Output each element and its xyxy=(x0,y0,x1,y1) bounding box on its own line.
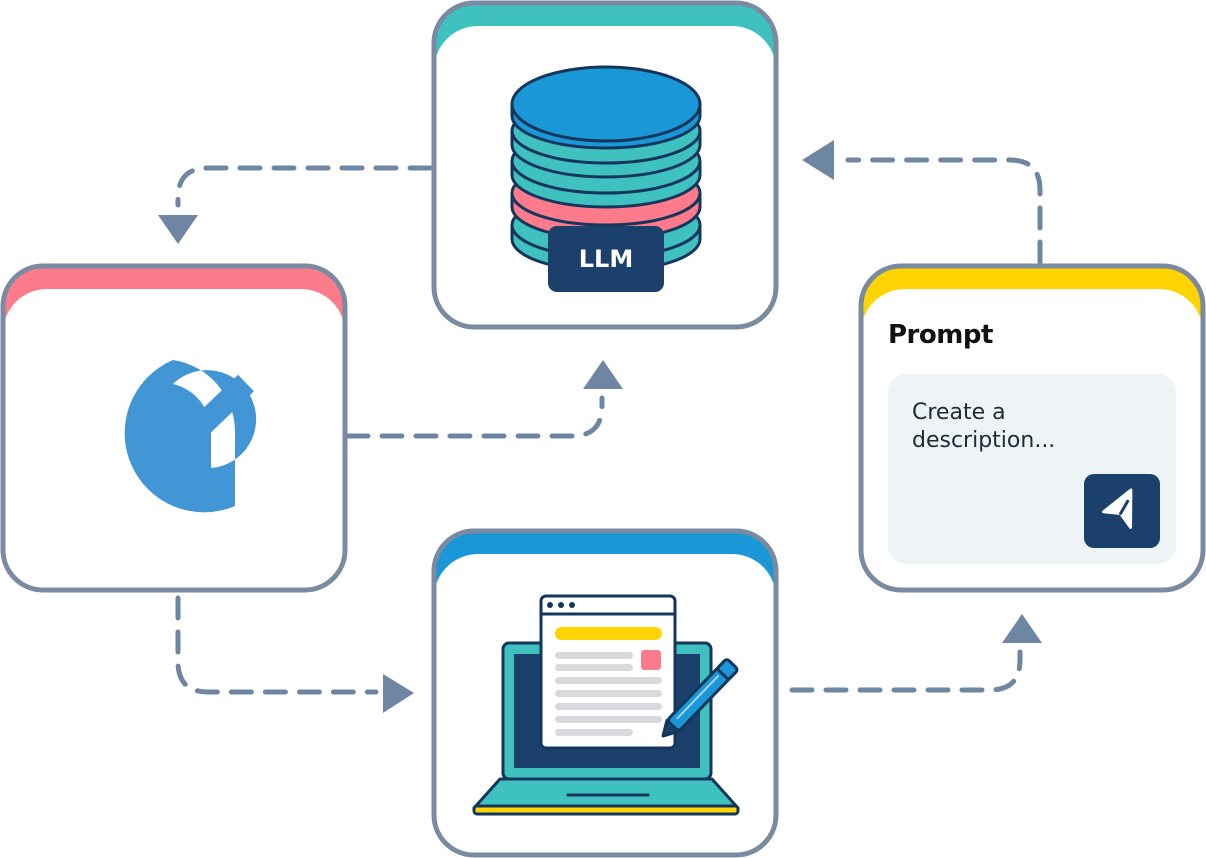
laptop-document-pen-icon xyxy=(472,594,740,816)
llm-card xyxy=(431,0,779,330)
arrowhead-up-icon xyxy=(1002,614,1042,643)
connectors xyxy=(175,157,1043,695)
prompt-title: Prompt xyxy=(888,320,993,350)
arrowhead-down-icon xyxy=(158,215,198,244)
prompt-card xyxy=(858,263,1206,593)
llm-label: LLM xyxy=(578,245,634,273)
connector-llm-to-check xyxy=(175,165,433,208)
connector-check-to-editor xyxy=(175,595,379,695)
connector-arrowheads xyxy=(158,140,1042,713)
connector-check-to-llm xyxy=(345,395,605,439)
prompt-input-text: Create a description... xyxy=(912,400,1056,453)
connector-editor-to-prompt xyxy=(789,649,1023,693)
send-button[interactable] xyxy=(1084,474,1160,548)
connector-prompt-to-llm xyxy=(845,157,1043,265)
check-card xyxy=(0,263,348,593)
check-badge-icon xyxy=(124,360,257,513)
llm-badge xyxy=(548,226,664,292)
send-arrow-icon xyxy=(1102,488,1133,529)
arrowhead-left-icon xyxy=(802,140,834,180)
arrowhead-right-icon xyxy=(383,674,414,713)
arrowhead-up-icon xyxy=(583,360,623,389)
editor-card xyxy=(431,528,779,858)
